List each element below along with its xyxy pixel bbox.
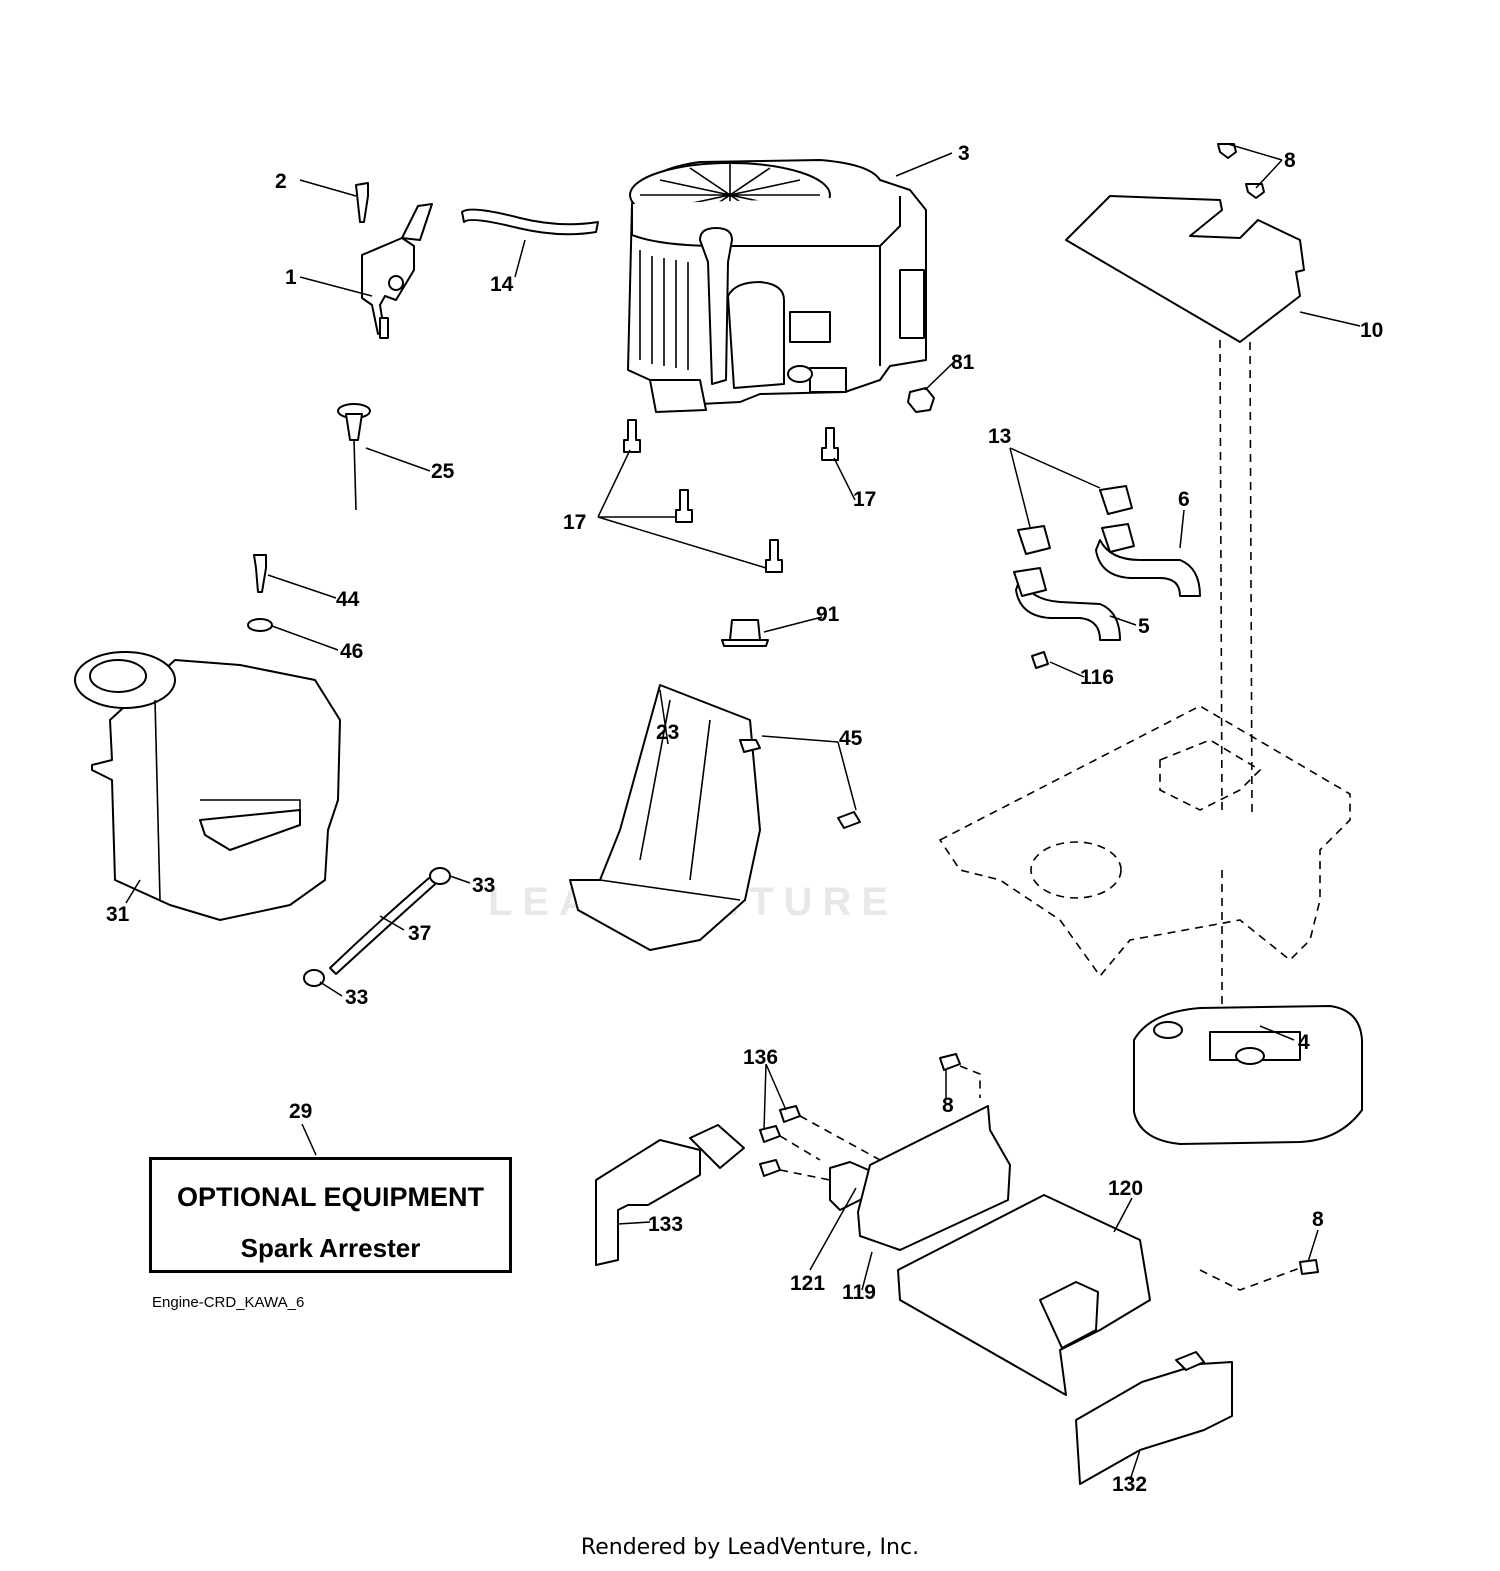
fuel-line-part (461, 208, 599, 236)
screw-part (253, 554, 267, 593)
callout-17a: 17 (563, 511, 586, 534)
heat-shield-part (1065, 143, 1305, 343)
washer-part (247, 618, 273, 632)
callout-4: 4 (1298, 1031, 1310, 1054)
fuel-line-37-part (303, 867, 451, 987)
optional-equipment-box: OPTIONAL EQUIPMENT Spark Arrester (149, 1157, 512, 1273)
footer-credit: Rendered by LeadVenture, Inc. (580, 1535, 920, 1560)
callout-17b: 17 (853, 488, 876, 511)
callout-8b: 8 (942, 1094, 954, 1117)
callout-8a: 8 (1284, 149, 1296, 172)
callout-133: 133 (648, 1213, 683, 1236)
callout-29: 29 (289, 1100, 312, 1123)
spark-arrester-label: Spark Arrester (240, 1233, 421, 1263)
callout-121: 121 (790, 1272, 825, 1295)
callout-6: 6 (1178, 488, 1190, 511)
exhaust-pipes-part (1013, 485, 1201, 669)
callout-10: 10 (1360, 319, 1383, 342)
dipstick-part (337, 403, 371, 511)
callout-44: 44 (336, 588, 360, 611)
optional-equipment-title: OPTIONAL EQUIPMENT (176, 1182, 485, 1212)
callout-2: 2 (275, 170, 287, 193)
callout-14: 14 (490, 273, 514, 296)
callout-23: 23 (656, 721, 679, 744)
callout-13: 13 (988, 425, 1011, 448)
callout-136: 136 (743, 1046, 778, 1069)
nut-part (907, 387, 935, 413)
callout-46: 46 (340, 640, 363, 663)
callout-31: 31 (106, 903, 130, 926)
spark-arrester-assembly (595, 1053, 1319, 1485)
callout-5: 5 (1138, 615, 1150, 638)
muffler-part (1133, 1005, 1363, 1145)
engine-part (627, 159, 927, 413)
callout-25: 25 (431, 460, 455, 483)
fuel-tank-part (74, 651, 341, 921)
throttle-control-part (355, 182, 433, 339)
callout-1: 1 (285, 266, 297, 289)
callout-116: 116 (1080, 666, 1114, 689)
engine-bolt-part (623, 419, 839, 573)
engine-shield-part (569, 684, 861, 951)
leader-lines (125, 143, 1361, 1481)
callout-numbers: 1 2 3 4 5 6 8 8 8 10 13 14 17 17 23 25 2… (106, 142, 1383, 1496)
callout-91: 91 (816, 603, 840, 626)
callout-45: 45 (839, 727, 863, 750)
callout-33a: 33 (472, 874, 495, 897)
callout-8c: 8 (1312, 1208, 1324, 1231)
spacer-part (721, 619, 769, 647)
callout-132: 132 (1112, 1473, 1147, 1496)
callout-120: 120 (1108, 1177, 1143, 1200)
frame-outline (938, 339, 1351, 1025)
callout-119: 119 (842, 1281, 876, 1304)
callout-81: 81 (951, 351, 975, 374)
callout-3: 3 (958, 142, 970, 165)
diagram-id: Engine-CRD_KAWA_6 (152, 1294, 305, 1311)
callout-33b: 33 (345, 986, 368, 1009)
callout-37: 37 (408, 922, 431, 945)
